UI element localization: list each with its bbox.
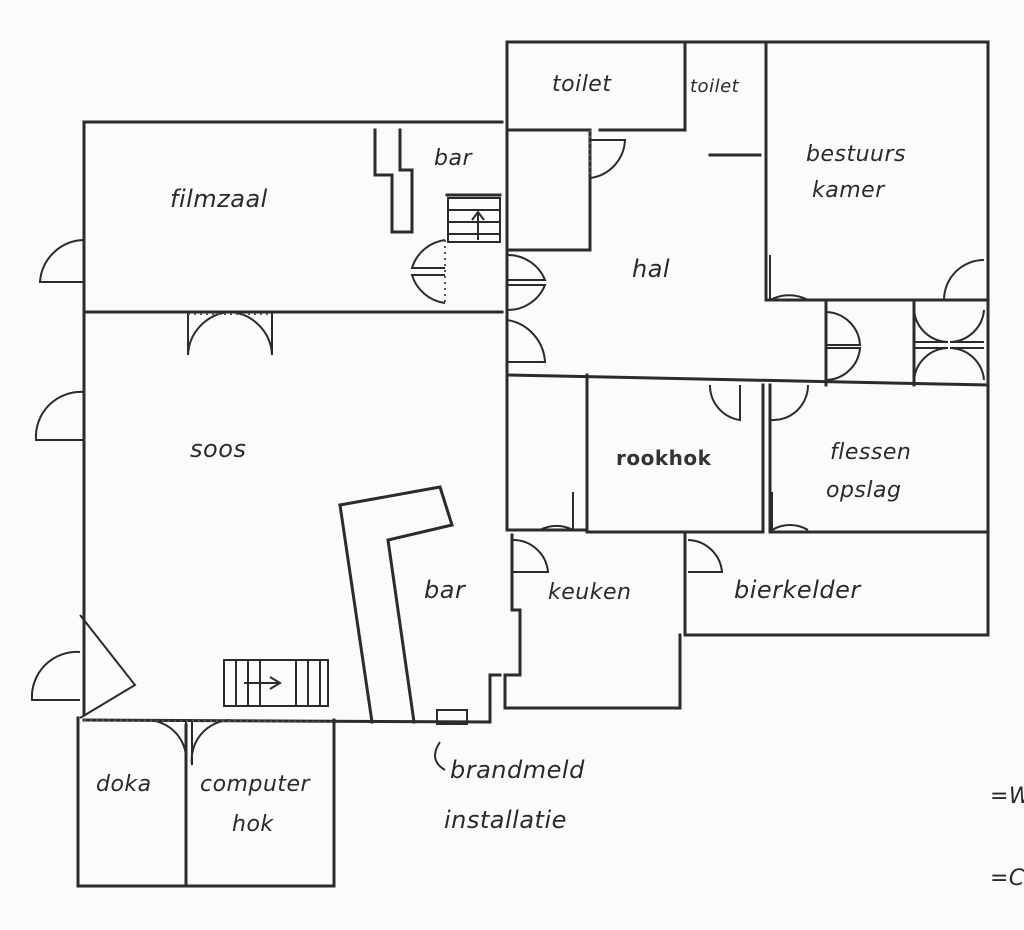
label-bar-top: bar [434, 146, 472, 171]
brandmeld-pointer [434, 741, 446, 771]
label-hok: hok [232, 812, 274, 837]
label-opslag: opslag [826, 478, 902, 503]
label-bierkelder: bierkelder [734, 576, 861, 604]
label-computer: computer [200, 772, 311, 797]
label-doka: doka [96, 772, 152, 797]
label-rookhok: rookhok [616, 446, 712, 470]
label-hal: hal [632, 255, 671, 283]
legend-item-2: =C [990, 866, 1024, 891]
label-brandmeld: brandmeld [450, 756, 585, 784]
doors [30, 130, 985, 766]
label-toilet-right: toilet [690, 76, 740, 97]
label-bestuurs: bestuurs [806, 142, 906, 167]
stairs-bottom [223, 659, 329, 707]
stairs-top [447, 197, 501, 243]
label-bar-bottom: bar [424, 576, 466, 604]
label-keuken: keuken [548, 580, 632, 605]
legend-item-1: =W [990, 784, 1024, 809]
label-toilet-left: toilet [552, 72, 612, 97]
label-flessen: flessen [830, 440, 912, 465]
label-kamer: kamer [812, 178, 885, 203]
label-filmzaal: filmzaal [170, 185, 268, 213]
label-soos: soos [190, 435, 247, 463]
label-installatie: installatie [444, 806, 567, 834]
